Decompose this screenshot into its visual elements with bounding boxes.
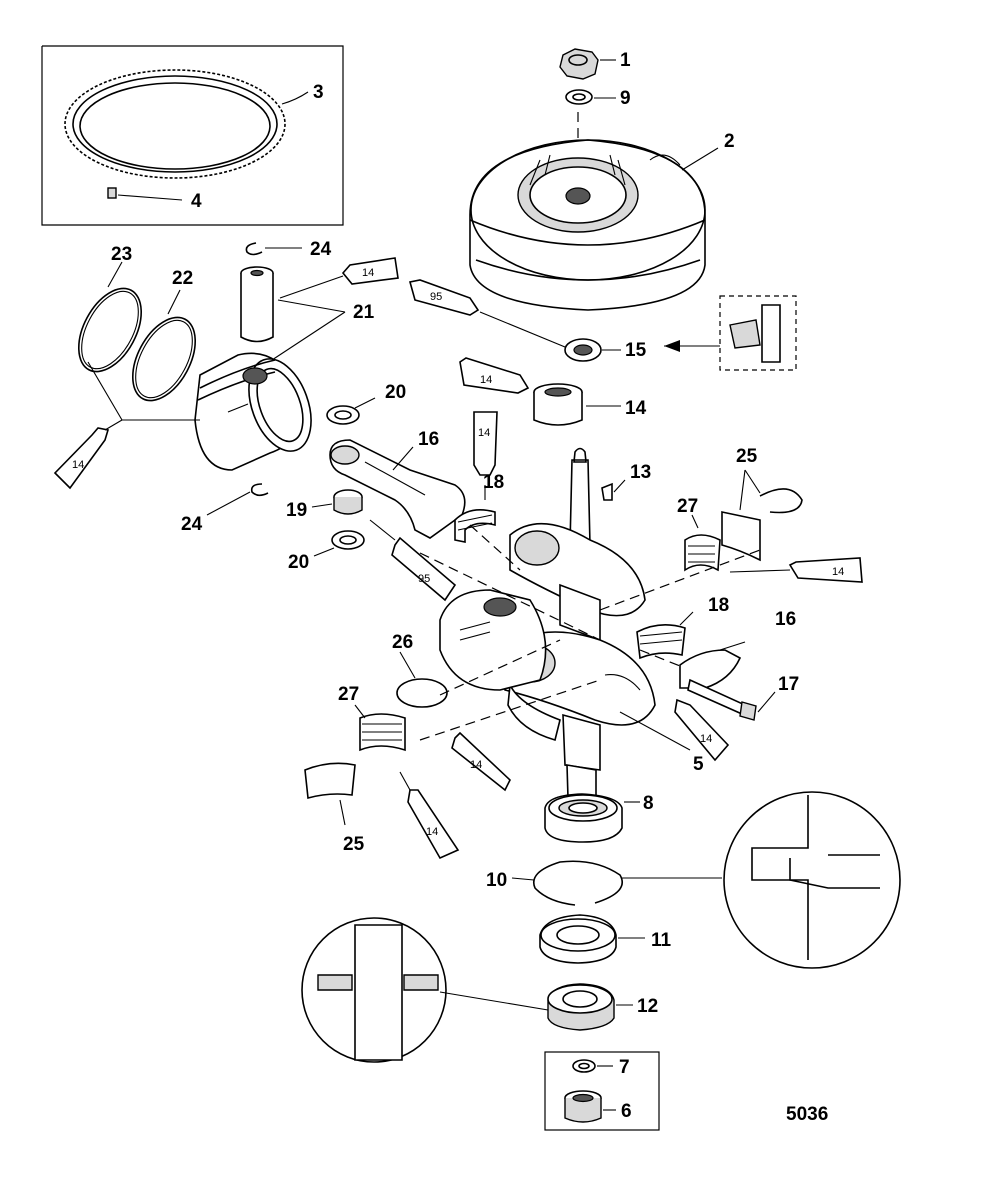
tube-label: 14	[832, 566, 844, 578]
lubricant-tube-6: 95	[391, 536, 457, 602]
drawing-number: 5036	[786, 1104, 829, 1125]
callout-labels: 1 9 2 3 4 24 23 22 21 15 14 20 16 13 25 …	[111, 50, 799, 1122]
connecting-rod-cap	[679, 641, 746, 689]
callout-11: 11	[651, 930, 672, 951]
callout-25-top: 25	[736, 446, 758, 467]
thrust-washer-lower	[313, 530, 365, 557]
callout-27-bottom: 27	[338, 684, 359, 705]
lubricant-tube-3: 14	[459, 357, 530, 394]
thrust-washer-upper	[326, 397, 376, 425]
flywheel	[469, 139, 719, 311]
retaining-ring	[511, 860, 722, 906]
detail-circle-retaining-ring	[723, 791, 901, 969]
lubricant-tube-1: 14	[279, 257, 399, 299]
piston-pin	[240, 266, 274, 343]
detail-circle-bearing	[301, 917, 549, 1063]
lubricant-tube-8: 14	[674, 698, 730, 762]
callout-14: 14	[625, 398, 647, 419]
callout-19: 19	[286, 500, 307, 521]
lower-bearing-12	[547, 983, 633, 1031]
callout-18-top: 18	[483, 472, 504, 493]
piston-ring-23	[78, 287, 142, 373]
callout-10: 10	[486, 870, 507, 891]
needle-bearing-19	[311, 489, 363, 515]
bearing-cage-18-upper	[454, 485, 496, 543]
rod-cap-bolt	[687, 678, 776, 721]
callout-12: 12	[637, 996, 658, 1017]
callout-3: 3	[313, 82, 324, 103]
connecting-rod-upper	[329, 439, 466, 539]
bearing-cage-18-lower	[636, 611, 694, 660]
lubricant-tube-9: 14	[451, 731, 511, 792]
flywheel-washer	[565, 89, 616, 105]
tube-label: 14	[470, 759, 482, 771]
callout-20-bottom: 20	[288, 552, 309, 573]
piston-pin-clip-top	[245, 242, 302, 256]
tube-label: 14	[478, 427, 490, 439]
callout-26: 26	[392, 632, 413, 653]
bearing-half-25-lower	[304, 762, 356, 826]
ring-gear	[64, 69, 286, 179]
ball-bearing	[544, 793, 640, 843]
washer-7	[572, 1059, 613, 1073]
bearing-cage-27-lower	[354, 704, 406, 752]
callout-16-top: 16	[418, 429, 439, 450]
lubricant-tube-10: 14	[399, 771, 460, 860]
callout-24-bottom: 24	[181, 514, 203, 535]
woodruff-key	[601, 479, 626, 501]
lubricant-tube-5: 14	[53, 361, 200, 490]
piston	[194, 352, 312, 471]
callout-9: 9	[620, 88, 631, 109]
callout-7: 7	[619, 1057, 630, 1078]
callout-17: 17	[778, 674, 799, 695]
tube-label: 14	[700, 733, 712, 745]
callout-1: 1	[620, 50, 631, 71]
tube-label: 95	[418, 573, 430, 585]
callout-22: 22	[172, 268, 193, 289]
bushing-6	[564, 1090, 616, 1123]
callout-4: 4	[191, 191, 202, 212]
bearing-cage-27-upper	[684, 514, 721, 572]
lubricant-tube-7: 14	[729, 557, 863, 583]
callout-18-bottom: 18	[708, 595, 729, 616]
tube-label: 14	[362, 267, 374, 279]
bearing-half-25-upper	[721, 469, 803, 562]
callout-27-top: 27	[677, 496, 698, 517]
ring-gear-inset	[41, 45, 344, 226]
small-parts-box	[544, 1051, 660, 1131]
callout-15: 15	[625, 340, 647, 361]
piston-lower	[439, 589, 547, 691]
callout-24-top: 24	[310, 239, 332, 260]
tube-label: 14	[72, 459, 84, 471]
tube-label: 14	[480, 374, 492, 386]
seal-detail-inset	[664, 295, 797, 371]
flywheel-nut	[559, 48, 616, 80]
oil-seal	[564, 338, 621, 362]
tube-label: 95	[430, 291, 442, 303]
callout-6: 6	[621, 1101, 632, 1122]
ring-gear-screw	[107, 187, 117, 199]
callout-20-top: 20	[385, 382, 406, 403]
callout-23: 23	[111, 244, 132, 265]
lubricant-tube-2: 95	[408, 279, 566, 348]
callout-16-bottom: 16	[775, 609, 796, 630]
piston-ring-22	[132, 316, 196, 402]
oil-seal-lower	[539, 914, 645, 964]
piston-pin-clip-bottom	[206, 483, 269, 516]
tube-label: 14	[426, 826, 438, 838]
callout-5: 5	[693, 754, 704, 775]
callout-2: 2	[724, 131, 735, 152]
callout-25-bottom: 25	[343, 834, 365, 855]
callout-21: 21	[353, 302, 375, 323]
needle-bearing-14	[533, 383, 621, 426]
callout-8: 8	[643, 793, 654, 814]
callout-13: 13	[630, 462, 651, 483]
snap-ring-26	[396, 651, 448, 708]
lubricant-tube-4: 14	[473, 411, 498, 476]
